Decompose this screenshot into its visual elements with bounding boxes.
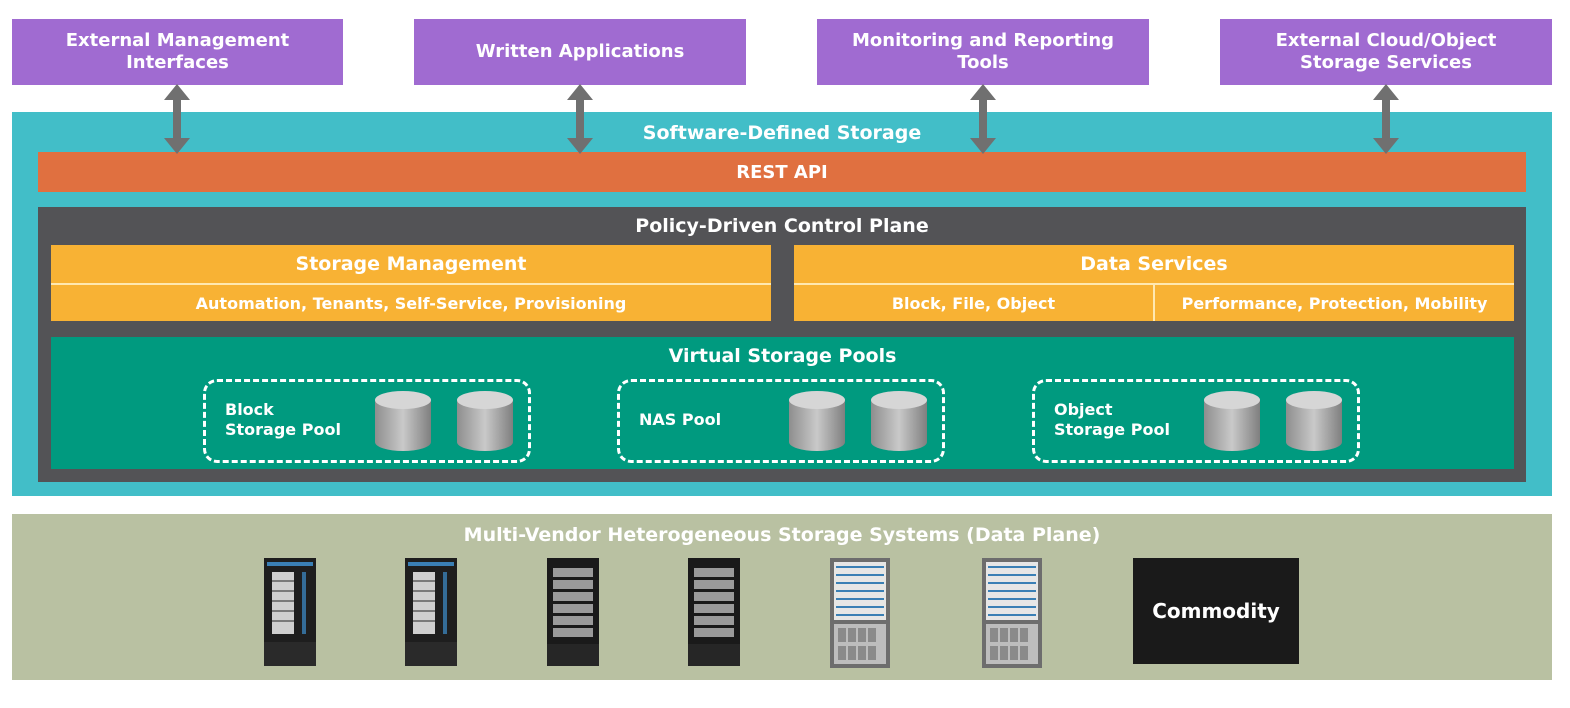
external-management-interfaces-box: External Management Interfaces	[12, 19, 343, 85]
divider	[794, 283, 1514, 285]
double-arrow-icon	[1373, 84, 1399, 154]
storage-cylinder-icon	[789, 391, 845, 451]
double-arrow-icon	[567, 84, 593, 154]
pool-label: NAS Pool	[639, 410, 722, 429]
storage-array-icon	[982, 558, 1042, 668]
storage-management-subtitle: Automation, Tenants, Self-Service, Provi…	[195, 293, 627, 313]
policy-driven-control-plane: Policy-Driven Control Plane Storage Mana…	[38, 207, 1526, 482]
double-arrow-icon	[164, 84, 190, 154]
storage-array-icon	[405, 558, 457, 666]
data-services-title: Data Services	[1080, 253, 1228, 275]
storage-array-icon	[830, 558, 890, 668]
monitoring-reporting-tools-box: Monitoring and Reporting Tools	[817, 19, 1149, 85]
storage-management-title: Storage Management	[295, 253, 527, 275]
data-plane-title: Multi-Vendor Heterogeneous Storage Syste…	[463, 524, 1101, 546]
rest-api-bar: REST API	[38, 152, 1526, 192]
commodity-box: Commodity	[1133, 558, 1299, 664]
data-services-block-file-object: Block, File, Object	[891, 293, 1056, 313]
divider	[1153, 285, 1155, 321]
divider	[51, 283, 771, 285]
external-cloud-object-storage-box: External Cloud/Object Storage Services	[1220, 19, 1552, 85]
object-storage-pool: Object Storage Pool	[1032, 379, 1360, 463]
data-plane-container: Multi-Vendor Heterogeneous Storage Syste…	[12, 514, 1552, 680]
storage-cylinder-icon	[1204, 391, 1260, 451]
data-services-box: Data Services Block, File, Object Perfor…	[794, 245, 1514, 321]
virtual-storage-pools-title: Virtual Storage Pools	[668, 345, 897, 367]
double-arrow-icon	[970, 84, 996, 154]
written-applications-box: Written Applications	[414, 19, 746, 85]
block-storage-pool: Block Storage Pool	[203, 379, 531, 463]
control-plane-title: Policy-Driven Control Plane	[635, 215, 929, 237]
storage-management-box: Storage Management Automation, Tenants, …	[51, 245, 771, 321]
data-services-performance-protection-mobility: Performance, Protection, Mobility	[1181, 293, 1488, 313]
storage-array-icon	[547, 558, 599, 666]
storage-cylinder-icon	[871, 391, 927, 451]
storage-array-icon	[688, 558, 740, 666]
pool-label: Object Storage Pool	[1054, 400, 1170, 439]
nas-pool: NAS Pool	[617, 379, 945, 463]
storage-cylinder-icon	[1286, 391, 1342, 451]
storage-cylinder-icon	[375, 391, 431, 451]
virtual-storage-pools: Virtual Storage Pools Block Storage Pool…	[51, 337, 1514, 469]
storage-array-icon	[264, 558, 316, 666]
sds-title: Software-Defined Storage	[642, 122, 922, 144]
storage-cylinder-icon	[457, 391, 513, 451]
software-defined-storage-container: Software-Defined Storage REST API Policy…	[12, 112, 1552, 496]
pool-label: Block Storage Pool	[225, 400, 341, 439]
